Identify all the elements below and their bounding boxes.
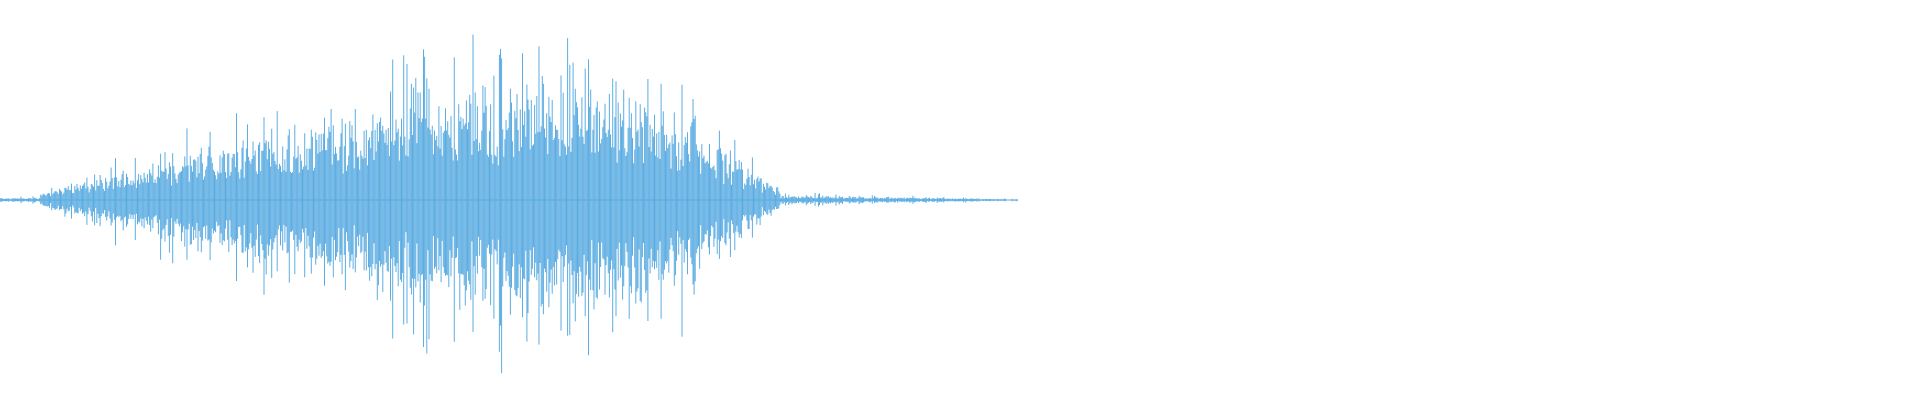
waveform-samples — [0, 34, 1018, 374]
